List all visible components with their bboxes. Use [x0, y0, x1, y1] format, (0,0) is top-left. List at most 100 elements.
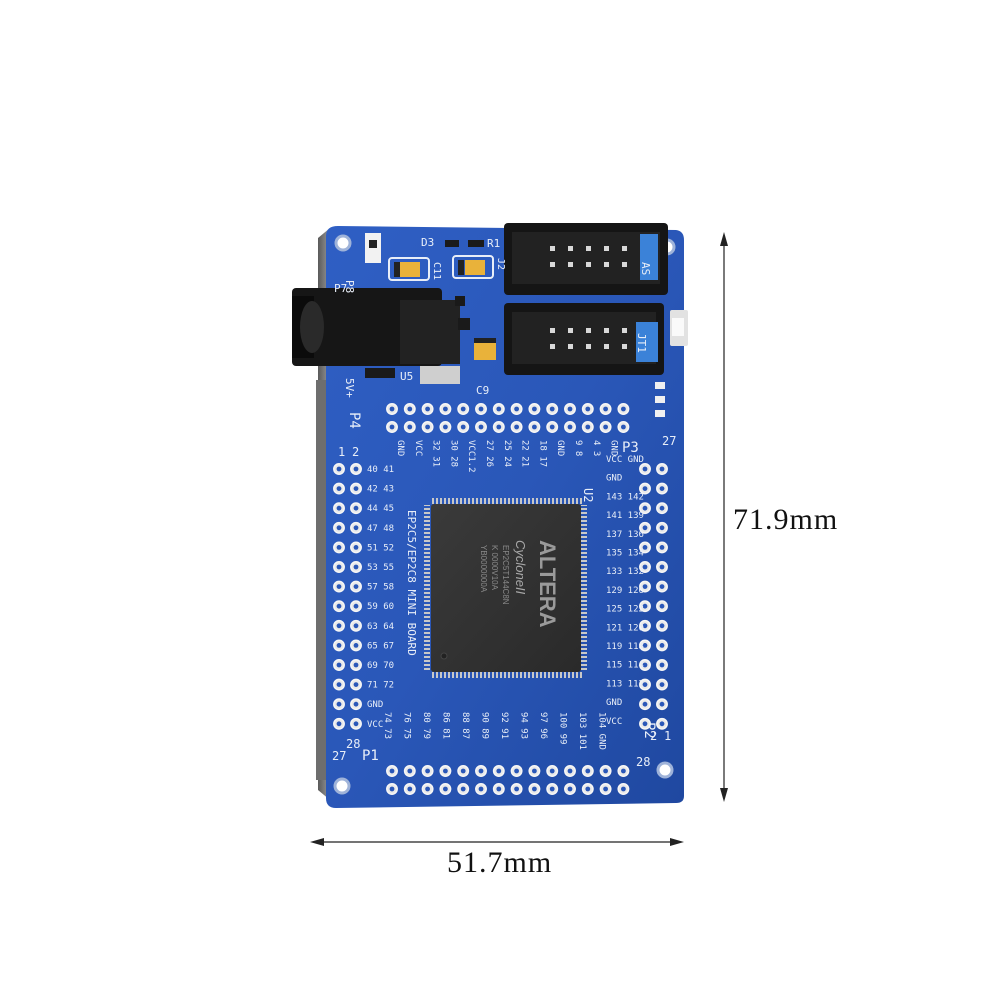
- header-hole-center: [514, 786, 519, 792]
- header-hole-center: [659, 662, 665, 668]
- header-hole-center: [353, 701, 359, 707]
- pin-label: 100 99: [558, 712, 568, 745]
- pin-label: 59 60: [367, 602, 394, 612]
- header-hole-center: [425, 424, 430, 430]
- header-hole-center: [659, 721, 665, 727]
- pin-label: 125 122: [606, 605, 644, 615]
- board-title: EP2C5/EP2C8 MINI BOARD: [405, 510, 418, 656]
- header-hole-center: [659, 682, 665, 687]
- header-hole-center: [443, 406, 448, 412]
- header-hole-center: [642, 603, 648, 609]
- header-hole-center: [336, 623, 342, 629]
- header-hole-center: [642, 584, 648, 589]
- ref-c11: C11: [431, 262, 442, 280]
- ref-as: AS: [639, 262, 652, 275]
- pin-label: 137 136: [606, 530, 644, 540]
- header-hole-center: [460, 786, 466, 792]
- height-arrow-top: [720, 232, 728, 246]
- chip-family: CycloneII: [513, 540, 528, 595]
- header-hole-center: [659, 701, 665, 707]
- pin-label: 76 75: [402, 712, 412, 739]
- pin-label: GND: [555, 440, 565, 456]
- pin-28-right: 28: [636, 755, 650, 769]
- header-hole-center: [478, 768, 484, 774]
- header-hole-center: [642, 721, 648, 727]
- header-hole-center: [443, 768, 448, 774]
- header-hole-center: [549, 786, 555, 792]
- pin-label: 40 41: [367, 465, 394, 475]
- pin-27-left: 27: [332, 749, 346, 763]
- pin-label: 57 58: [367, 583, 394, 593]
- pin-label: VCC1.2: [466, 440, 476, 473]
- pin-label: 88 87: [460, 712, 470, 739]
- header-hole-center: [659, 564, 665, 570]
- ref-jt1: JT1: [635, 333, 648, 353]
- pin-label: 135 134: [606, 549, 644, 559]
- ref-d3: D3: [421, 236, 434, 249]
- pin-label: 86 81: [441, 712, 451, 739]
- header-hole-center: [621, 406, 626, 412]
- header-hole-center: [336, 505, 342, 511]
- pin-label: 133 132: [606, 567, 644, 577]
- header-hole-center: [425, 786, 430, 792]
- header-hole-center: [621, 768, 626, 774]
- pin-label: 97 96: [538, 712, 548, 739]
- header-hole-center: [642, 486, 648, 491]
- header-hole-center: [336, 662, 342, 668]
- header-hole-center: [496, 768, 502, 774]
- pin-label: 32 31: [431, 440, 441, 467]
- pin-label: 121 120: [606, 623, 644, 633]
- header-hole-center: [659, 525, 665, 531]
- pin-1-left: 1: [338, 445, 345, 459]
- header-hole-center: [336, 584, 342, 589]
- header-hole-center: [460, 768, 466, 774]
- ref-p7: P7: [334, 282, 347, 295]
- chip-line3: YB0000000A: [479, 545, 488, 593]
- header-hole-center: [353, 545, 359, 550]
- header-hole-center: [496, 406, 502, 412]
- header-hole-center: [514, 406, 519, 412]
- header-hole-center: [549, 424, 555, 430]
- header-hole-center: [336, 564, 342, 570]
- pin-label: GND: [395, 440, 405, 456]
- header-hole-center: [389, 424, 395, 430]
- header-hole-center: [514, 424, 519, 430]
- header-hole-center: [407, 406, 413, 412]
- header-hole-center: [336, 466, 342, 472]
- pin-1-right: 1: [664, 729, 671, 743]
- header-hole-center: [659, 466, 665, 472]
- header-hole-center: [460, 424, 466, 430]
- pin-2-left: 2: [352, 445, 359, 459]
- height-dimension-label: 71.9mm: [733, 503, 839, 536]
- header-hole-center: [478, 424, 484, 430]
- header-hole-center: [353, 486, 359, 491]
- header-hole-center: [549, 768, 555, 774]
- header-hole-center: [585, 406, 591, 412]
- pin-28-left: 28: [346, 737, 360, 751]
- pin-label: 44 45: [367, 504, 394, 514]
- header-hole-center: [353, 662, 359, 668]
- pin-label: VCC: [413, 440, 423, 456]
- height-arrow-bottom: [720, 788, 728, 802]
- header-hole-center: [336, 643, 342, 648]
- pin-label: 4 3: [591, 440, 601, 456]
- header-hole-center: [336, 682, 342, 687]
- ref-5v: 5V+: [343, 378, 356, 398]
- ref-j2: J2: [495, 258, 506, 270]
- pin-label: 71 72: [367, 681, 394, 691]
- width-arrow-right: [670, 838, 684, 846]
- header-hole-center: [659, 545, 665, 550]
- header-hole-center: [642, 564, 648, 570]
- header-hole-center: [603, 406, 608, 412]
- pin-label: 141 139: [606, 511, 644, 521]
- pin-label: 69 70: [367, 661, 394, 671]
- header-hole-center: [603, 768, 608, 774]
- header-hole-center: [353, 643, 359, 648]
- header-hole-center: [336, 525, 342, 531]
- header-hole-center: [659, 584, 665, 589]
- header-hole-center: [549, 406, 555, 412]
- pin-label: 94 93: [519, 712, 529, 739]
- dimension-arrows: [310, 232, 728, 846]
- header-hole-center: [353, 564, 359, 570]
